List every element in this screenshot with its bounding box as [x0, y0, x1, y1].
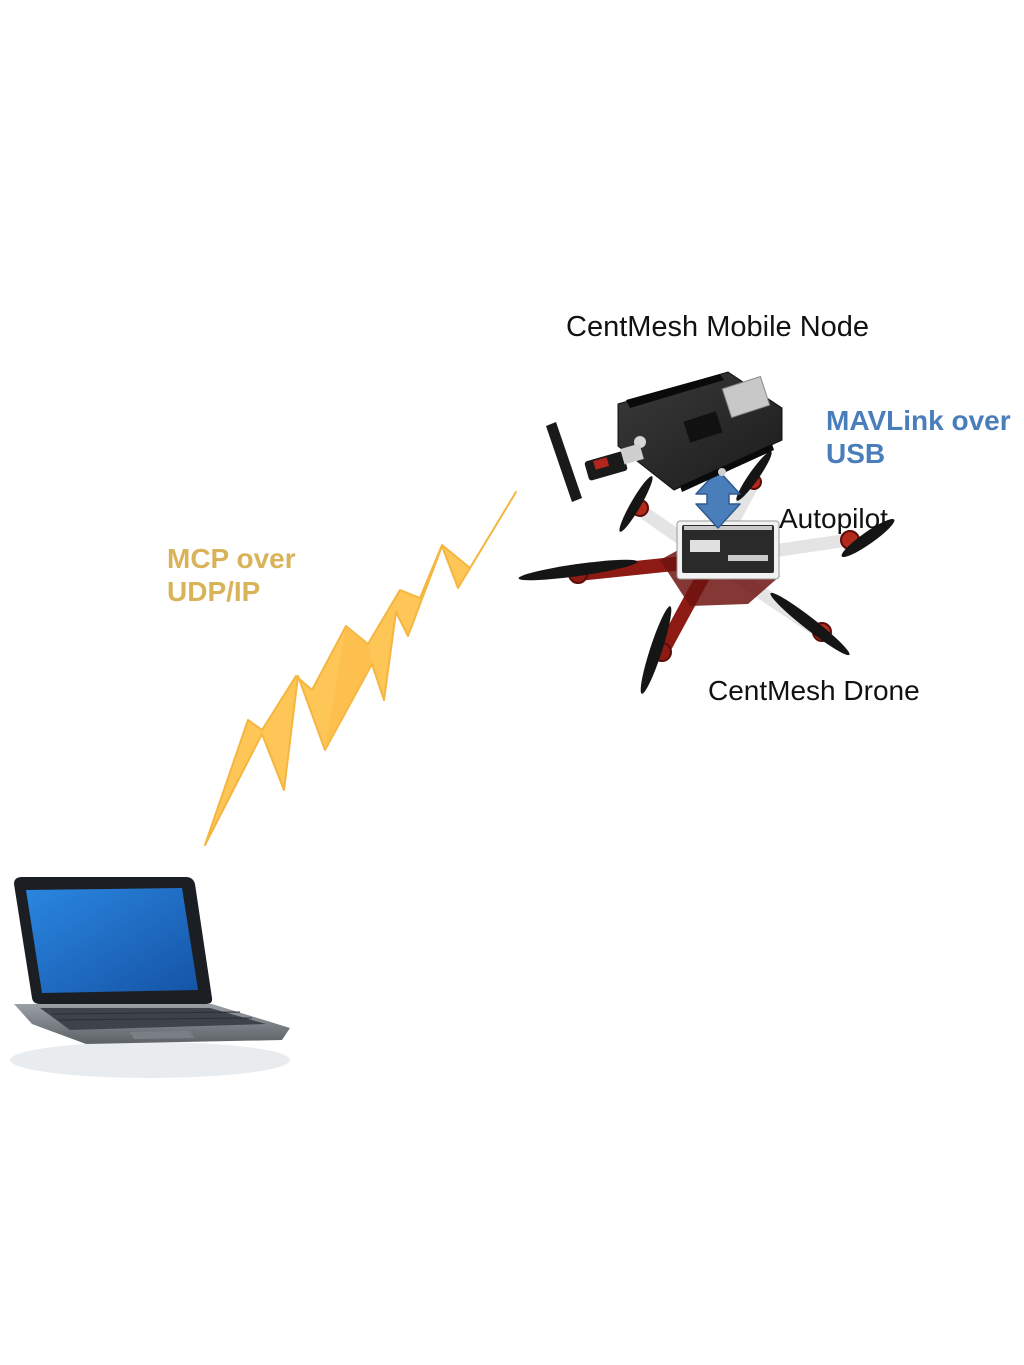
- mavlink-line-1: MAVLink over: [826, 405, 1011, 436]
- laptop-icon: [10, 877, 290, 1078]
- mcp-line-1: MCP over: [167, 543, 296, 574]
- wifi-dongle-icon: [546, 422, 644, 502]
- mobile-node-label: CentMesh Mobile Node: [566, 311, 870, 343]
- beaglebone-board-icon: [617, 371, 783, 492]
- mcp-udp-label: MCP over UDP/IP: [167, 542, 296, 608]
- mavlink-line-2: USB: [826, 438, 886, 470]
- autopilot-board-icon: [676, 520, 780, 580]
- lightning-bolt-icon: [204, 491, 517, 846]
- drone-label: CentMesh Drone: [708, 675, 920, 706]
- mcp-line-2: UDP/IP: [167, 576, 261, 608]
- usb-double-arrow-icon: [695, 469, 741, 529]
- mavlink-usb-label: MAVLink over USB: [826, 404, 1011, 470]
- autopilot-label: Autopilot: [779, 503, 888, 534]
